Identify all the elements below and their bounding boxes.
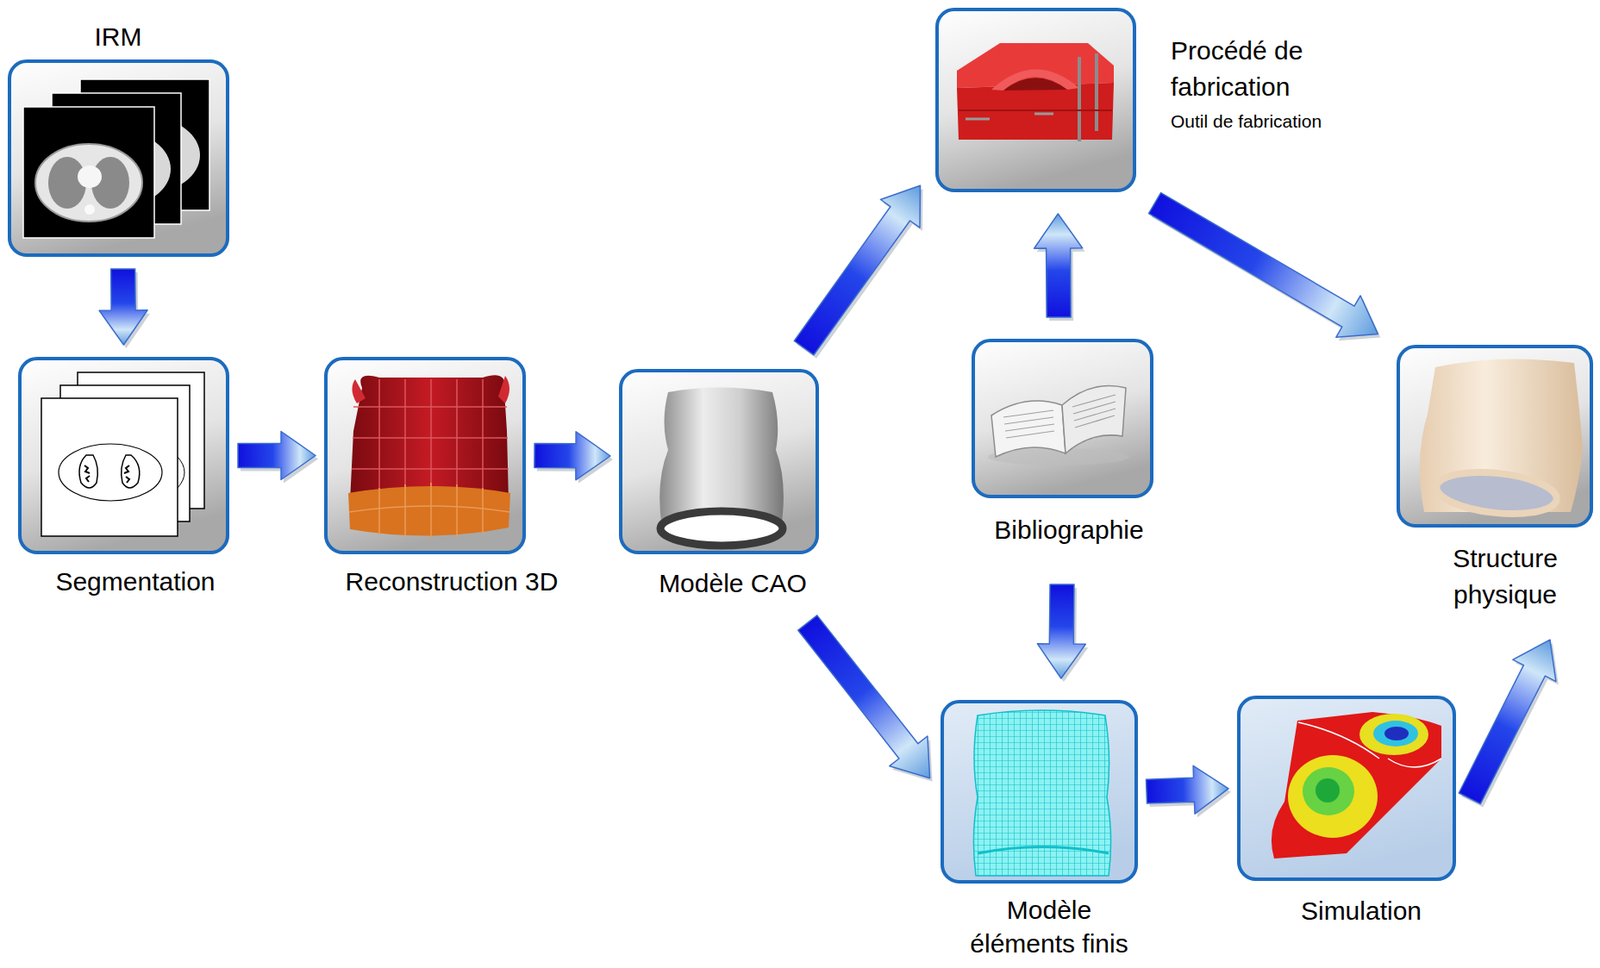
lung-contour [79, 455, 98, 488]
mould-front [956, 82, 1114, 140]
mould-cavity [991, 68, 1080, 91]
flow-arrow [1149, 193, 1382, 342]
tile-ground [7, 59, 230, 257]
arrow-body [1458, 639, 1557, 804]
bolt [965, 113, 1054, 119]
arrow-body [99, 268, 148, 345]
contour [177, 456, 185, 488]
lung-detail [84, 465, 130, 483]
book-lines [1003, 394, 1116, 438]
tile-ground [324, 356, 526, 555]
node-label: Modèle CAO [658, 568, 807, 600]
image-tile: Procédé de fabricationOutil de fabricati… [935, 7, 1137, 193]
node-label: Bibliographie [993, 514, 1144, 546]
image-tile: Modèle CAO [618, 368, 819, 555]
mri-slices [23, 79, 210, 238]
sim-body [1271, 712, 1442, 859]
node-label: IRM [94, 21, 143, 53]
cad-opening [660, 511, 783, 546]
image-tile: Modèle éléments finis [940, 700, 1138, 884]
book-page [1062, 386, 1126, 455]
node-label: Reconstruction 3D [345, 566, 559, 598]
image-tile: IRM [7, 59, 230, 257]
node-label: Simulation [1300, 895, 1422, 927]
mri-body [35, 143, 143, 222]
cad-tube [659, 387, 784, 529]
image-tile: Simulation [1237, 695, 1457, 882]
clamp-screw [1079, 53, 1097, 142]
flow-arrow [237, 431, 319, 484]
flow-arrow [1034, 213, 1086, 321]
tile-ground [971, 338, 1154, 499]
lung-contour [121, 455, 140, 488]
mould-tool [956, 43, 1114, 142]
node-label: Segmentation [55, 566, 215, 598]
book [987, 386, 1130, 467]
node-label: Structure physique [1418, 540, 1592, 613]
image-tile: Reconstruction 3D [324, 356, 526, 555]
arrow-body [237, 431, 316, 481]
book-page [991, 400, 1066, 457]
mri-spine [84, 204, 95, 215]
mould-cavity [1003, 77, 1068, 91]
sim-contour [1315, 778, 1340, 803]
grid [349, 482, 510, 539]
page [41, 398, 178, 537]
tile-ground [1396, 344, 1594, 528]
flow-arrow [1146, 765, 1232, 818]
tile-ground [18, 356, 230, 555]
sim-contour [1384, 726, 1409, 741]
arrow-body [1037, 584, 1086, 679]
sim-contour [1302, 767, 1355, 816]
flow-arrow [793, 185, 923, 358]
tile-ground [940, 700, 1138, 884]
image-tile: Structure physique [1396, 344, 1594, 528]
contour [58, 443, 163, 501]
torso-reconstruction [348, 375, 511, 539]
flow-arrow [1037, 584, 1088, 682]
abdomen [348, 486, 511, 537]
fe-mesh [973, 710, 1111, 876]
mri-heart [77, 165, 102, 188]
node-label: Modèle éléments finis [958, 893, 1140, 961]
segmentation-pages [41, 372, 205, 537]
flow-arrow [534, 431, 613, 484]
node-label: Outil de fabrication [1170, 110, 1322, 132]
tile-ground [1237, 695, 1457, 882]
sim-edge [1298, 722, 1442, 768]
arrow-body [534, 431, 611, 481]
flow-arrow [1458, 639, 1559, 807]
image-tile: Segmentation [18, 356, 230, 555]
image-tile: Bibliographie [971, 338, 1154, 499]
mesh [973, 710, 1111, 876]
tile-grounds [7, 7, 1594, 884]
sim-contour [1373, 720, 1419, 747]
physical-structure [1419, 359, 1583, 520]
tile-ground [935, 7, 1137, 193]
arrow-body [1149, 193, 1379, 338]
flow-arrow [99, 268, 150, 349]
arrow-body [793, 185, 920, 355]
structure-opening [1434, 467, 1559, 519]
arrow-body [798, 615, 931, 779]
arrow-body [1034, 213, 1083, 318]
mri-slice [23, 106, 155, 238]
node-label: Procédé de fabrication [1170, 32, 1335, 106]
torso [350, 375, 509, 502]
cad-model [659, 387, 784, 547]
mesh-edge [977, 847, 1109, 855]
grid [351, 379, 509, 500]
tile-ground [618, 368, 819, 555]
sim-contour [1287, 755, 1378, 838]
arrow-body [1146, 765, 1230, 814]
simulation-result [1271, 712, 1442, 859]
flow-arrow [798, 615, 933, 782]
mould-joint [958, 109, 1113, 112]
sim-contour [1359, 713, 1429, 756]
